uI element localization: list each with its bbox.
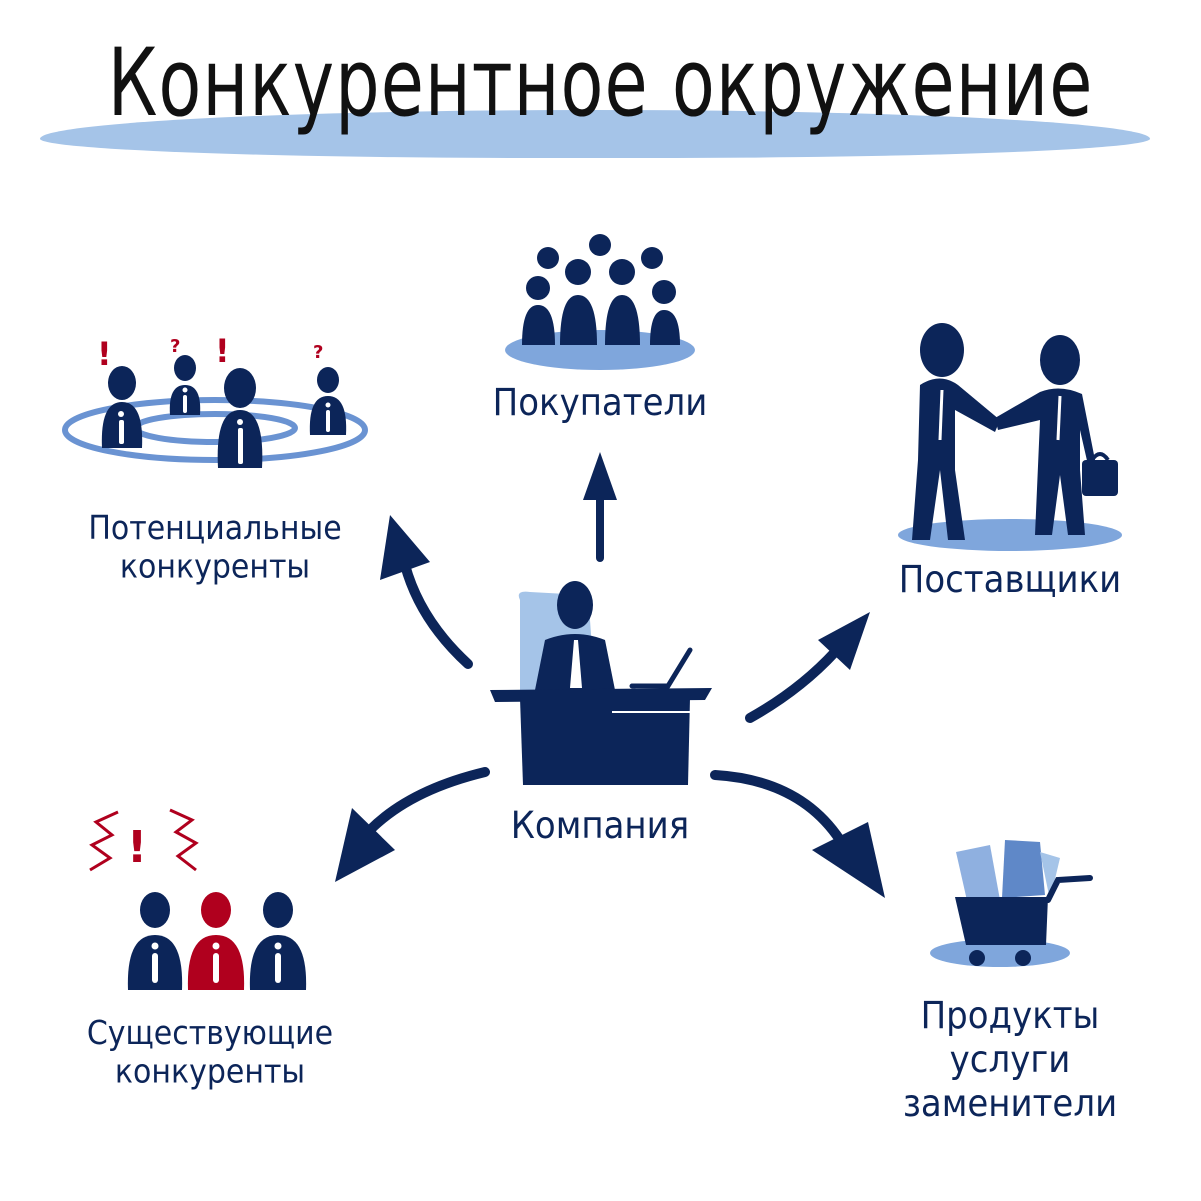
businessman-at-desk-icon — [490, 581, 712, 785]
substitutes-label: Продукты услуги заменители — [860, 994, 1160, 1126]
company-label: Компания — [510, 803, 690, 848]
svg-text:?: ? — [170, 336, 180, 357]
existing-competitors-line1: Существующие — [86, 1014, 334, 1053]
substitutes-line1: Продукты — [920, 993, 1100, 1038]
buyers-label: Покупатели — [492, 380, 708, 425]
existing-competitors-label: Существующие конкуренты — [40, 1014, 380, 1092]
arrow-to-existing-competitors — [335, 767, 490, 882]
svg-text:!: ! — [127, 822, 147, 873]
substitutes-line2: услуги — [949, 1038, 1071, 1083]
potential-competitors-line2: конкуренты — [119, 548, 311, 587]
shopping-cart-icon — [930, 840, 1093, 967]
potential-competitors-line1: Потенциальные — [88, 509, 342, 548]
three-people-icon: ! — [89, 808, 307, 990]
svg-text:?: ? — [313, 342, 323, 363]
people-in-circle-icon: ! ? ! ? — [62, 332, 368, 468]
potential-competitors-label: Потенциальные конкуренты — [40, 509, 390, 587]
arrow-to-substitutes — [710, 770, 885, 898]
svg-text:!: ! — [97, 335, 112, 373]
svg-text:!: ! — [215, 332, 230, 370]
existing-competitors-line2: конкуренты — [114, 1053, 306, 1092]
suppliers-label: Поставщики — [898, 557, 1122, 602]
arrow-to-suppliers — [745, 612, 870, 723]
crowd-icon — [505, 234, 695, 370]
handshake-icon — [898, 323, 1122, 551]
page-title: Конкурентное окружение — [107, 30, 1094, 138]
title-highlight-band — [40, 110, 1150, 158]
substitutes-line3: заменители — [902, 1082, 1118, 1127]
arrow-to-potential-competitors — [380, 515, 473, 669]
arrow-to-buyers — [583, 452, 617, 562]
